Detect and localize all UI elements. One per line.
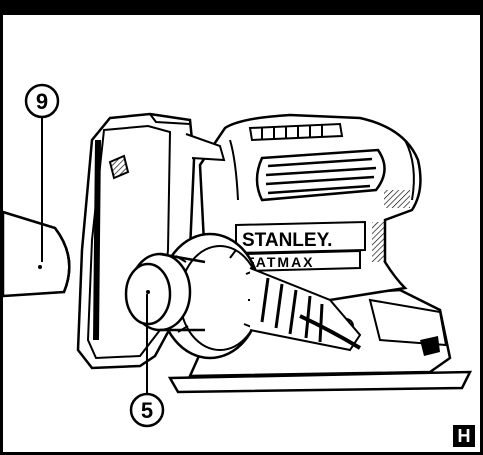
frame-top-border [0,0,483,15]
vacuum-hose [1,210,71,298]
brand-plate: STANLEY. FATMAX [235,220,366,273]
brand-line2: FATMAX [246,254,315,270]
frame-right-border [480,0,483,455]
callout-5: 5 [129,294,165,428]
callout-5-label: 5 [141,398,153,423]
figure-tag: H [453,425,475,447]
callout-9: 9 [24,83,60,262]
frame-bottom-border [0,452,483,455]
dust-port [124,232,362,360]
frame-left-border [0,0,3,455]
callout-9-label: 9 [36,89,48,114]
brand-line1: STANLEY. [242,230,332,251]
